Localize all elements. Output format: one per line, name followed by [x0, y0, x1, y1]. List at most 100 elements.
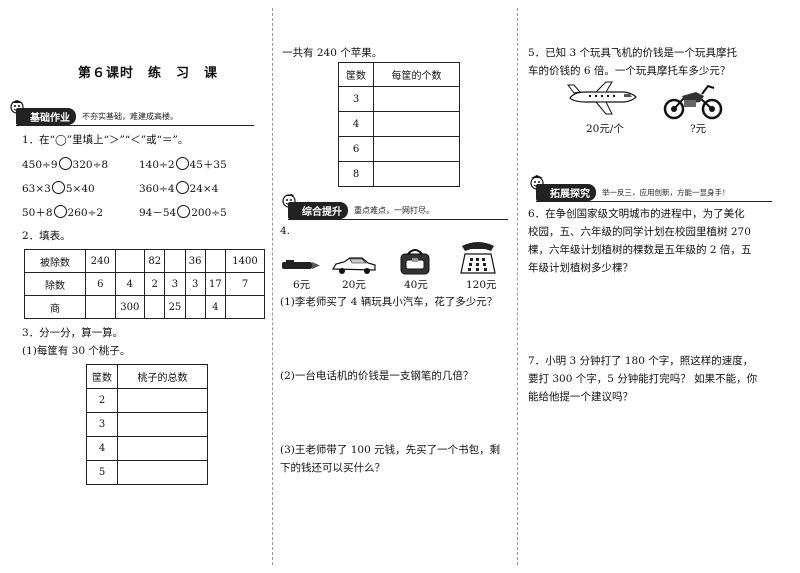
question-7-line-3: 能给他提一个建议吗？ [528, 391, 633, 403]
price-label: 6元 [293, 279, 311, 291]
table-cell[interactable]: 17 [204, 272, 227, 296]
table-cell[interactable] [204, 249, 227, 273]
table-cell[interactable]: 82 [144, 249, 166, 273]
table-cell: 5 [86, 460, 118, 485]
answer-cell[interactable] [117, 388, 208, 413]
question-1-stem: 1．在“◯”里填上“＞”“＜”或“＝”。 [22, 134, 189, 146]
question-7-line-2: 要打 300 个字，5 分钟能打完吗？ 如果不能，你 [528, 373, 758, 385]
table-cell: 3 [338, 86, 374, 112]
blank-circle[interactable] [175, 181, 189, 194]
table-cell[interactable] [225, 295, 265, 319]
question-6-line-4: 年级计划植树多少棵？ [528, 262, 633, 274]
answer-cell[interactable] [373, 86, 460, 112]
banner-label: 综合提升 [288, 201, 348, 219]
answer-cell[interactable] [117, 460, 208, 485]
banner-comprehensive: 综合提升 重点难点，一网打尽。 [282, 194, 508, 220]
question-5-line-1: 5．已知 3 个玩具飞机的价钱是一个玩具摩托 [528, 47, 738, 59]
table-cell[interactable]: 300 [114, 295, 146, 319]
banner-basic-homework: 基础作业 不夯实基础，难建成高楼。 [10, 100, 254, 126]
table-cell[interactable]: 3 [184, 272, 206, 296]
table-header: 每筐的个数 [373, 62, 460, 87]
banner-label: 拓展探究 [536, 183, 596, 201]
blank-circle[interactable] [175, 157, 189, 170]
table-cell[interactable]: 1400 [225, 249, 265, 273]
answer-cell[interactable] [373, 111, 460, 137]
division-table: 被除数 240 82 36 1400 除数 6 4 2 3 3 17 7 商 3… [24, 249, 265, 319]
price-label: 20元 [342, 279, 366, 291]
banner-note: 重点难点，一网打尽。 [354, 205, 434, 215]
table-cell[interactable]: 4 [204, 295, 227, 319]
table-cell: 6 [338, 136, 374, 162]
question-3-part-2: 一共有 240 个苹果。 [282, 47, 383, 59]
banner-note: 不夯实基础，难建成高楼。 [82, 111, 178, 121]
blank-circle[interactable] [51, 181, 65, 194]
question-6-line-3: 棵，六年级计划植树的棵数是五年级的 2 倍，五 [528, 244, 752, 256]
question-6-line-2: 校园，五、六年级的同学计划在校园里植树 270 [528, 226, 751, 238]
answer-cell[interactable] [117, 436, 208, 461]
question-3-part-1: (1)每筐有 30 个桃子。 [22, 345, 131, 357]
table-cell[interactable]: 25 [164, 295, 186, 319]
table-cell[interactable]: 3 [164, 272, 186, 296]
table-cell[interactable]: 36 [184, 249, 206, 273]
table-cell[interactable]: 4 [114, 272, 146, 296]
banner-note: 举一反三，应用创新，方能一显身手！ [602, 187, 730, 197]
table-cell[interactable]: 7 [225, 272, 265, 296]
table-header: 筐数 [86, 364, 118, 389]
question-4-sub-3-line-2: 下的钱还可以买什么？ [280, 462, 385, 474]
question-7-line-1: 7．小明 3 分钟打了 180 个字，照这样的速度， [528, 355, 754, 367]
table-cell: 3 [86, 412, 118, 437]
table-cell[interactable]: 240 [85, 249, 116, 273]
table-cell[interactable]: 2 [144, 272, 166, 296]
toy-plane-icon [567, 81, 637, 115]
table-cell[interactable] [114, 249, 146, 273]
page-title: 第６课时 练 习 课 [78, 66, 219, 81]
toy-motorcycle-icon [663, 84, 723, 120]
question-3-stem: 3．分一分，算一算。 [22, 327, 124, 339]
table-cell: 8 [338, 161, 374, 187]
table-cell[interactable] [164, 249, 186, 273]
apple-table: 筐数 每筐的个数 3 4 6 8 [338, 62, 460, 187]
blank-circle[interactable] [177, 205, 191, 218]
table-cell[interactable] [85, 295, 116, 319]
question-4-number: 4. [280, 225, 291, 237]
motorcycle-price-label: ?元 [690, 123, 707, 135]
blank-circle[interactable] [58, 157, 72, 170]
question-4-sub-1: (1)李老师买了 4 辆玩具小汽车，花了多少元？ [280, 296, 498, 308]
toy-car-icon [331, 257, 376, 274]
row-label: 被除数 [24, 249, 86, 273]
banner-explore: 拓展探究 举一反三，应用创新，方能一显身手！ [530, 175, 772, 202]
telephone-icon [460, 242, 496, 274]
answer-cell[interactable] [373, 136, 460, 162]
row-label: 商 [24, 295, 86, 319]
answer-cell[interactable] [117, 412, 208, 437]
question-6-line-1: 6．在争创国家级文明城市的进程中，为了美化 [528, 208, 745, 220]
table-cell[interactable]: 6 [85, 272, 116, 296]
table-cell[interactable] [144, 295, 166, 319]
column-divider-left [272, 8, 273, 565]
table-header: 筐数 [338, 62, 374, 87]
question-5-line-2: 车的价钱的 6 倍。一个玩具摩托车多少元？ [528, 65, 731, 77]
table-header: 桃子的总数 [117, 364, 208, 389]
row-label: 除数 [24, 272, 86, 296]
price-label: 120元 [466, 279, 497, 291]
plane-price-label: 20元/个 [586, 123, 624, 135]
pen-icon [282, 260, 320, 269]
banner-label: 基础作业 [16, 107, 76, 125]
peach-table: 筐数 桃子的总数 2 3 4 5 [86, 364, 208, 485]
table-cell: 2 [86, 388, 118, 413]
table-cell[interactable] [184, 295, 206, 319]
question-4-sub-3-line-1: (3)王老师带了 100 元钱，先买了一个书包，剩 [280, 444, 501, 456]
question-2-stem: 2．填表。 [22, 230, 71, 242]
price-label: 40元 [404, 279, 428, 291]
table-cell: 4 [86, 436, 118, 461]
answer-cell[interactable] [373, 161, 460, 187]
blank-circle[interactable] [53, 205, 67, 218]
column-divider-right [517, 8, 518, 565]
question-4-sub-2: (2)一台电话机的价钱是一支钢笔的几倍？ [280, 370, 474, 382]
